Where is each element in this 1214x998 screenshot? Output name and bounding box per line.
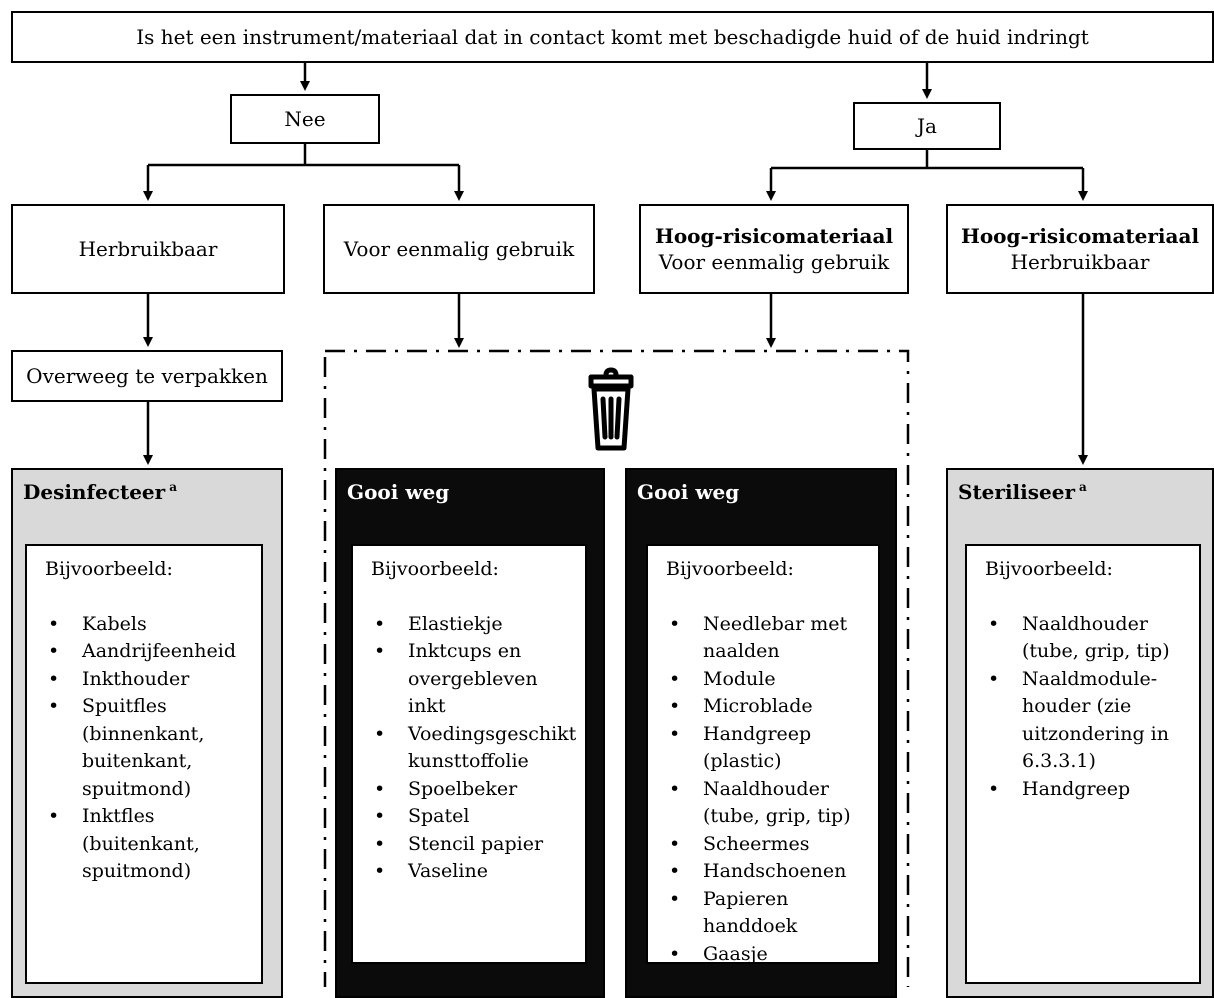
list-item: Spoelbeker <box>371 776 575 804</box>
discard-single-examples: Bijvoorbeeld: Elastiekje Inktcups en ove… <box>351 544 587 964</box>
discard-high-risk-title: Gooi weg <box>637 480 740 504</box>
list-item: Aandrijfeenheid <box>45 638 251 666</box>
example-label: Bijvoorbeeld: <box>371 558 499 580</box>
list-item: Handgreep <box>985 776 1189 804</box>
yes-label: Ja <box>917 114 937 138</box>
list-item: Inktcups en overgebleven inkt <box>371 638 575 721</box>
list-item: Needlebar met naalden <box>666 611 868 666</box>
example-label: Bijvoorbeeld: <box>666 558 794 580</box>
list-item: Inktfles (buitenkant, spuitmond) <box>45 803 251 886</box>
list-item: Module <box>666 666 868 694</box>
reusable-label: Herbruikbaar <box>78 237 218 261</box>
list-item: Kabels <box>45 611 251 639</box>
list-item: Naaldhouder (tube, grip, tip) <box>985 611 1189 666</box>
list-item: Gaasje <box>666 941 868 969</box>
high-risk-single-subtitle: Voor eenmalig gebruik <box>658 250 890 274</box>
example-label: Bijvoorbeeld: <box>45 558 173 580</box>
single-use-box: Voor eenmalig gebruik <box>323 204 595 294</box>
list-item: Handgreep (plastic) <box>666 721 868 776</box>
list-item: Spuitfles (binnenkant, buitenkant, spuit… <box>45 693 251 803</box>
consider-packaging-box: Overweeg te verpakken <box>11 350 283 402</box>
sterilize-examples: Bijvoorbeeld: Naaldhouder (tube, grip, t… <box>965 544 1201 984</box>
no-label: Nee <box>284 107 326 131</box>
list-item: Stencil papier <box>371 831 575 859</box>
no-box: Nee <box>230 94 380 144</box>
list-item: Vaseline <box>371 858 575 886</box>
list-item: Microblade <box>666 693 868 721</box>
high-risk-reusable-box: Hoog-risicomateriaal Herbruikbaar <box>946 204 1214 294</box>
discard-single-title: Gooi weg <box>347 480 450 504</box>
discard-single-list: Elastiekje Inktcups en overgebleven inkt… <box>371 611 576 886</box>
disinfect-examples: Bijvoorbeeld: Kabels Aandrijfeenheid Ink… <box>25 544 263 984</box>
reusable-box: Herbruikbaar <box>11 204 285 294</box>
high-risk-single-use-box: Hoog-risicomateriaal Voor eenmalig gebru… <box>639 204 909 294</box>
disinfect-footnote: a <box>169 480 177 495</box>
high-risk-single-title: Hoog-risicomateriaal <box>654 224 894 248</box>
top-question-box: Is het een instrument/materiaal dat in c… <box>11 11 1214 63</box>
top-question-text: Is het een instrument/materiaal dat in c… <box>136 25 1089 49</box>
sterilize-list: Naaldhouder (tube, grip, tip) Naaldmodul… <box>985 611 1189 804</box>
list-item: Spatel <box>371 803 575 831</box>
high-risk-reusable-title: Hoog-risicomateriaal <box>960 224 1200 248</box>
trash-bin-icon <box>588 367 634 451</box>
list-item: Inkthouder <box>45 666 251 694</box>
list-item: Naaldmodule-houder (zie uitzondering in … <box>985 666 1189 776</box>
discard-high-risk-list: Needlebar met naalden Module Microblade … <box>666 611 868 969</box>
example-label: Bijvoorbeeld: <box>985 558 1113 580</box>
disinfect-list: Kabels Aandrijfeenheid Inkthouder Spuitf… <box>45 611 251 886</box>
list-item: Scheermes <box>666 831 868 859</box>
list-item: Voedingsgeschikt kunsttoffolie <box>371 721 576 776</box>
discard-high-risk-panel: Gooi weg Bijvoorbeeld: Needlebar met naa… <box>625 468 897 998</box>
consider-packaging-label: Overweeg te verpakken <box>26 364 268 388</box>
list-item: Elastiekje <box>371 611 575 639</box>
single-use-label: Voor eenmalig gebruik <box>343 237 575 261</box>
list-item: Papieren handdoek <box>666 886 868 941</box>
list-item: Naaldhouder (tube, grip, tip) <box>666 776 868 831</box>
discard-high-risk-examples: Bijvoorbeeld: Needlebar met naalden Modu… <box>646 544 880 968</box>
list-item: Handschoenen <box>666 858 868 886</box>
discard-single-use-panel: Gooi weg Bijvoorbeeld: Elastiekje Inktcu… <box>335 468 605 998</box>
yes-box: Ja <box>853 102 1001 150</box>
sterilize-footnote: a <box>1078 480 1087 495</box>
high-risk-reusable-subtitle: Herbruikbaar <box>1010 250 1150 274</box>
